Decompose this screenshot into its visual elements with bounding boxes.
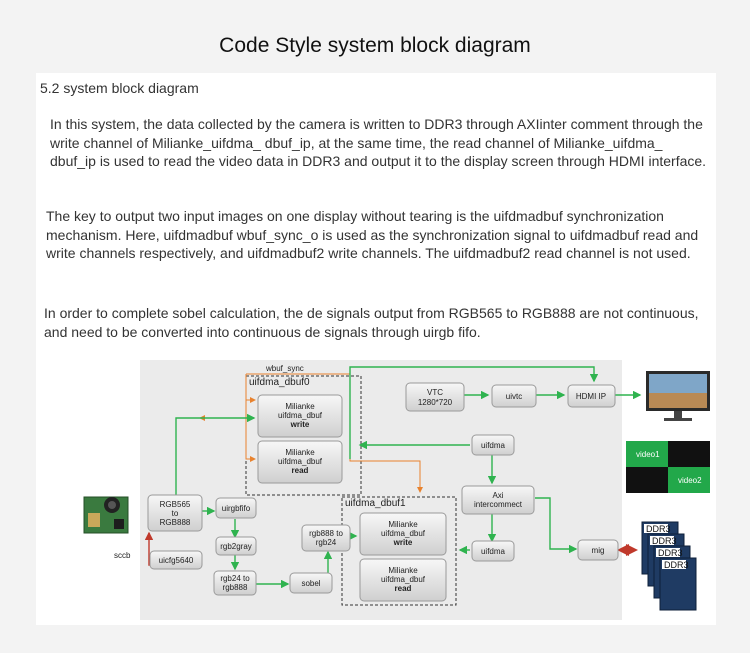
page-title: Code Style system block diagram — [219, 34, 531, 57]
wbuf-sync-label: wbuf_sync — [265, 364, 304, 373]
paragraph-1: In this system, the data collected by th… — [50, 116, 707, 170]
block-uifdma-bottom: uifdma — [471, 540, 515, 562]
block-dbuf1-read: Milianke uifdma_dbuf read — [359, 558, 447, 602]
group-dbuf0-label: uifdma_dbuf0 — [249, 377, 310, 388]
block-hdmi-ip: HDMI IP — [567, 384, 616, 408]
svg-text:write: write — [290, 420, 310, 429]
svg-text:uifdma: uifdma — [481, 547, 506, 556]
block-mig: mig — [577, 539, 619, 561]
svg-text:uirgbfifo: uirgbfifo — [222, 504, 251, 513]
group-dbuf1-label: uifdma_dbuf1 — [345, 498, 406, 509]
svg-text:Axi: Axi — [492, 491, 503, 500]
block-uirgbfifo: uirgbfifo — [215, 497, 257, 519]
paragraph-2: The key to output two input images on on… — [46, 208, 699, 262]
svg-text:intercommect: intercommect — [474, 500, 523, 509]
svg-text:uicfg5640: uicfg5640 — [159, 556, 194, 565]
block-rgb888-to-rgb24: rgb888 to rgb24 — [301, 524, 351, 552]
sccb-label: sccb — [114, 551, 131, 560]
ddr3-label-4: DDR3 — [664, 560, 689, 570]
link-axi-to-mig — [535, 497, 578, 554]
svg-text:RGB565: RGB565 — [160, 500, 191, 509]
svg-text:Milianke: Milianke — [285, 402, 315, 411]
svg-text:RGB888: RGB888 — [160, 518, 191, 527]
camera-board-icon — [83, 496, 129, 534]
block-uifdma-top: uifdma — [471, 434, 515, 456]
group-dbuf0 — [245, 375, 362, 496]
monitor-icon — [646, 371, 710, 421]
svg-text:read: read — [395, 584, 412, 593]
svg-text:rgb24: rgb24 — [316, 538, 337, 547]
block-rgb2gray: rgb2gray — [215, 536, 257, 556]
svg-text:uifdma_dbuf: uifdma_dbuf — [381, 575, 426, 584]
block-rgb24-to-rgb888: rgb24 to rgb888 — [213, 570, 257, 596]
video1-label: video1 — [636, 450, 660, 459]
wbuf-sync-to-read — [245, 374, 256, 462]
svg-text:mig: mig — [592, 546, 605, 555]
block-uicfg5640: uicfg5640 — [149, 550, 203, 570]
block-rgb565-to-rgb888: RGB565 to RGB888 — [147, 494, 203, 532]
svg-text:rgb888: rgb888 — [223, 583, 248, 592]
svg-text:sobel: sobel — [301, 579, 320, 588]
svg-text:uifdma_dbuf: uifdma_dbuf — [381, 529, 426, 538]
link-rgb565-to-dbuf0-write — [175, 413, 256, 495]
svg-text:rgb2gray: rgb2gray — [220, 542, 252, 551]
svg-text:rgb888 to: rgb888 to — [309, 529, 343, 538]
svg-text:uivtc: uivtc — [506, 392, 522, 401]
svg-text:rgb24 to: rgb24 to — [220, 574, 250, 583]
svg-text:uifdma_dbuf: uifdma_dbuf — [278, 457, 323, 466]
svg-text:VTC: VTC — [427, 388, 443, 397]
section-heading: 5.2 system block diagram — [40, 80, 199, 96]
ddr3-label-2: DDR3 — [652, 536, 677, 546]
link-dbuf0-read-to-hdmi — [349, 366, 599, 459]
svg-text:read: read — [292, 466, 309, 475]
svg-text:Milianke: Milianke — [388, 566, 418, 575]
block-sobel: sobel — [289, 572, 333, 594]
block-dbuf0-read: Milianke uifdma_dbuf read — [257, 440, 343, 484]
svg-text:Milianke: Milianke — [285, 448, 315, 457]
block-dbuf1-write: Milianke uifdma_dbuf write — [359, 512, 447, 556]
ddr3-label-3: DDR3 — [658, 548, 683, 558]
svg-text:uifdma_dbuf: uifdma_dbuf — [278, 411, 323, 420]
video-display-preview: video1 video2 — [626, 441, 710, 493]
video2-label: video2 — [678, 476, 702, 485]
svg-text:HDMI IP: HDMI IP — [576, 392, 606, 401]
system-block-diagram: uifdma_dbuf0 uifdma_dbuf1 wbuf_sync sccb… — [83, 360, 710, 620]
svg-text:Milianke: Milianke — [388, 520, 418, 529]
block-dbuf0-write: Milianke uifdma_dbuf write — [257, 394, 343, 438]
svg-text:1280*720: 1280*720 — [418, 398, 453, 407]
block-vtc: VTC 1280*720 — [405, 382, 465, 412]
block-uivtc: uivtc — [491, 384, 537, 408]
ddr3-label-1: DDR3 — [646, 524, 671, 534]
svg-text:uifdma: uifdma — [481, 441, 506, 450]
ddr3-memory-stack: DDR3 DDR3 DDR3 DDR3 — [641, 521, 697, 611]
svg-text:to: to — [172, 509, 179, 518]
block-axi-intercommect: Axi intercommect — [461, 485, 535, 515]
svg-text:write: write — [393, 538, 413, 547]
paragraph-3: In order to complete sobel calculation, … — [44, 305, 699, 340]
